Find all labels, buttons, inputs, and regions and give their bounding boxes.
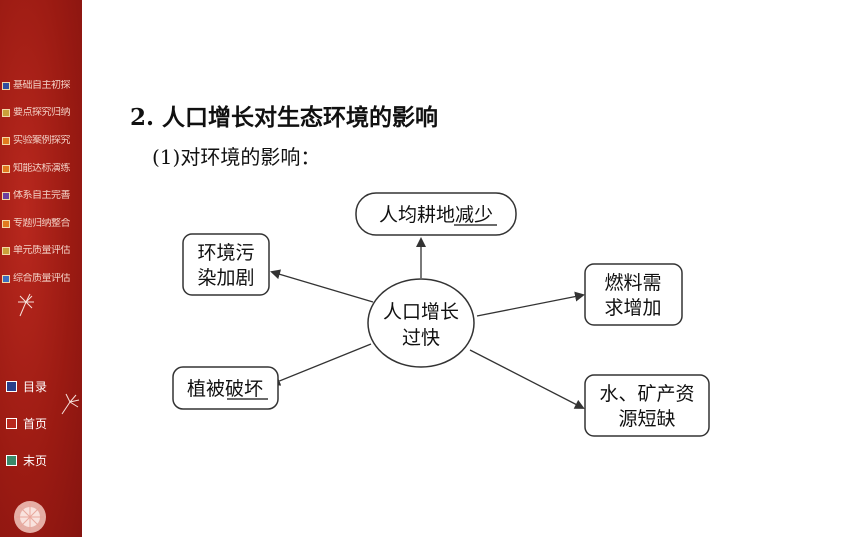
- top-node-text: 人均耕地减少: [379, 204, 493, 226]
- nav-contents-label: 目录: [23, 380, 48, 394]
- center-node-line-1: 人口增长: [383, 301, 459, 323]
- bottom-right-node-line-1: 水、矿产资: [599, 383, 694, 405]
- nav-last-page-button[interactable]: 末页: [0, 442, 82, 479]
- menu-item-comprehensive-assessment[interactable]: 综合质量评估: [0, 265, 82, 293]
- right-node-line-1: 燃料需: [604, 272, 661, 294]
- dandelion-seed-icon: [18, 293, 34, 317]
- nav-square-icon: [6, 455, 17, 466]
- menu-square-icon: [2, 81, 10, 90]
- nav-first-page-label: 首页: [23, 417, 48, 431]
- section-subtitle: (1)对环境的影响：: [152, 145, 321, 169]
- menu-item-label: 知能达标演练: [13, 162, 70, 174]
- menu-item-system-review[interactable]: 体系自主完善: [0, 182, 82, 210]
- diagram-arrows: [270, 237, 585, 409]
- arrow-to-right: [476, 291, 585, 317]
- top-left-node-line-1: 环境污: [197, 242, 254, 264]
- menu-square-icon: [2, 219, 10, 228]
- bottom-right-node: 水、矿产资 源短缺: [584, 374, 710, 437]
- dandelion-flower-icon: [14, 501, 46, 533]
- sidebar-menu: 基础自主初探 要点探究归纳 实验案例探究 知能达标演练 体系自主完善 专题归纳整…: [0, 72, 82, 293]
- right-node-line-2: 求增加: [604, 297, 661, 319]
- menu-square-icon: [2, 164, 10, 173]
- top-node: 人均耕地减少: [355, 192, 517, 236]
- menu-item-label: 单元质量评估: [13, 245, 70, 257]
- sidebar-nav: 目录 首页 末页: [0, 368, 82, 479]
- arrow-to-bottom-right: [469, 349, 585, 409]
- menu-item-basic-exploration[interactable]: 基础自主初探: [0, 72, 82, 100]
- nav-square-icon: [6, 381, 17, 392]
- sidebar: 基础自主初探 要点探究归纳 实验案例探究 知能达标演练 体系自主完善 专题归纳整…: [0, 0, 82, 537]
- menu-item-label: 实验案例探究: [13, 134, 70, 146]
- center-node: 人口增长 过快: [367, 278, 475, 368]
- menu-item-key-points[interactable]: 要点探究归纳: [0, 100, 82, 128]
- menu-square-icon: [2, 247, 10, 256]
- center-node-line-2: 过快: [402, 327, 440, 349]
- menu-item-label: 要点探究归纳: [13, 107, 70, 119]
- menu-item-unit-assessment[interactable]: 单元质量评估: [0, 238, 82, 266]
- top-left-node-line-2: 染加剧: [197, 267, 254, 289]
- nav-last-page-label: 末页: [23, 454, 48, 468]
- bottom-right-node-line-2: 源短缺: [618, 408, 675, 430]
- page-title: 2. 人口增长对生态环境的影响: [130, 104, 439, 131]
- nav-square-icon: [6, 418, 17, 429]
- nav-first-page-button[interactable]: 首页: [0, 405, 82, 442]
- menu-square-icon: [2, 192, 10, 201]
- nav-contents-button[interactable]: 目录: [0, 368, 82, 405]
- dandelion-seed-icon: [61, 393, 80, 415]
- arrow-to-bottom-left: [270, 343, 372, 386]
- bottom-left-node: 植被破坏: [172, 366, 279, 410]
- menu-item-label: 基础自主初探: [13, 79, 70, 91]
- top-left-node: 环境污 染加剧: [182, 233, 270, 296]
- menu-item-label: 综合质量评估: [13, 272, 70, 284]
- menu-item-practice[interactable]: 知能达标演练: [0, 155, 82, 183]
- menu-square-icon: [2, 136, 10, 145]
- right-node: 燃料需 求增加: [584, 263, 683, 326]
- menu-item-label: 专题归纳整合: [13, 217, 70, 229]
- menu-item-experiment-cases[interactable]: 实验案例探究: [0, 127, 82, 155]
- bottom-left-node-text: 植被破坏: [187, 378, 263, 400]
- arrow-to-top-left: [270, 269, 374, 303]
- menu-square-icon: [2, 109, 10, 118]
- menu-item-topic-summary[interactable]: 专题归纳整合: [0, 210, 82, 238]
- menu-item-label: 体系自主完善: [13, 190, 70, 202]
- menu-square-icon: [2, 274, 10, 283]
